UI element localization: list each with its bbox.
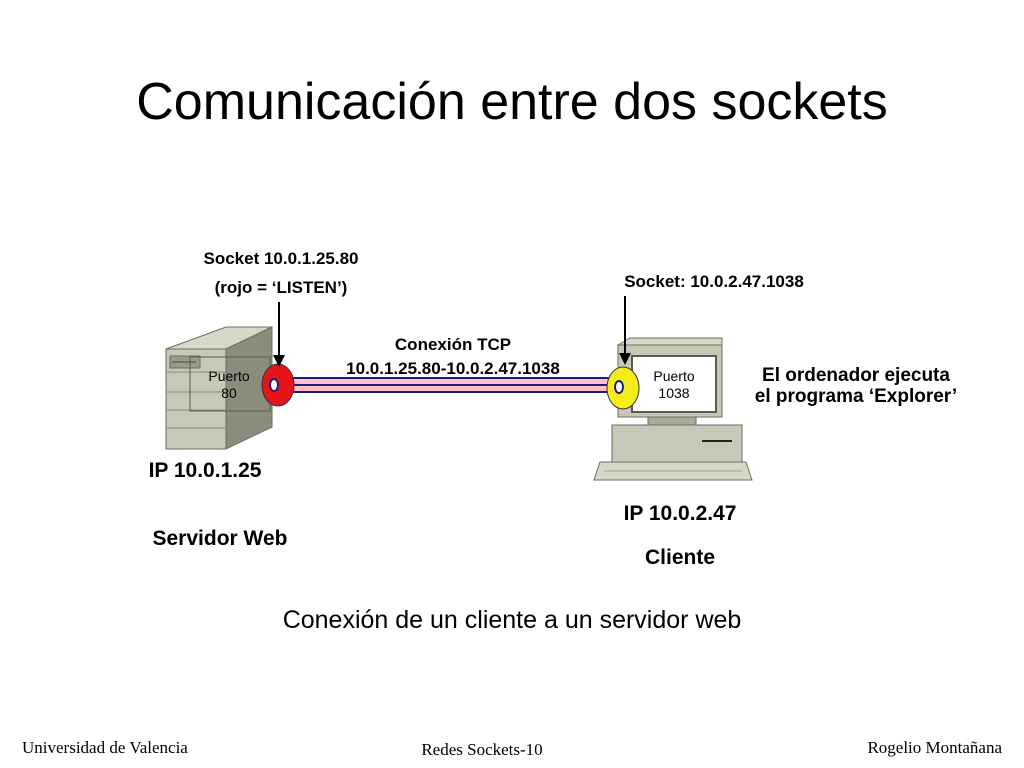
server-socket-hole <box>269 378 279 392</box>
tcp-connection-pipe <box>271 377 623 393</box>
client-socket-label: Socket: 10.0.2.47.1038 <box>624 272 804 291</box>
client-port-number: 1038 <box>658 385 690 401</box>
server-port-word: Puerto <box>208 368 250 384</box>
client-port-word: Puerto <box>653 368 695 384</box>
client-program-line2: el programa ‘Explorer’ <box>754 386 958 407</box>
server-port-number: 80 <box>221 385 237 401</box>
connection-endpoints-label: 10.0.1.25.80-10.0.2.47.1038 <box>346 359 560 378</box>
server-name-label: Servidor Web <box>152 527 288 550</box>
footer-author: Rogelio Montañana <box>867 738 1002 757</box>
client-name-label: Cliente <box>644 546 715 569</box>
slide-title: Comunicación entre dos sockets <box>136 73 888 131</box>
server-socket-label: Socket 10.0.1.25.80 <box>203 249 359 268</box>
slide-caption: Conexión de un cliente a un servidor web <box>282 606 742 634</box>
client-ip-label: IP 10.0.2.47 <box>623 502 737 525</box>
footer-slide-id: Redes Sockets-10 <box>421 740 543 759</box>
client-port-label: Puerto 1038 <box>638 368 710 402</box>
server-port-label: Puerto 80 <box>196 368 262 402</box>
server-socket-state-label: (rojo = ‘LISTEN’) <box>214 278 348 297</box>
server-ip-label: IP 10.0.1.25 <box>148 459 262 482</box>
client-socket-hole <box>614 380 624 394</box>
connection-type-label: Conexión TCP <box>394 335 512 354</box>
server-tower-icon <box>165 326 273 450</box>
client-program-line1: El ordenador ejecuta <box>762 365 950 386</box>
footer-institution: Universidad de Valencia <box>22 738 188 757</box>
client-socket-arrow <box>619 296 631 365</box>
server-socket-arrow <box>273 302 285 367</box>
client-computer-icon <box>593 337 753 481</box>
